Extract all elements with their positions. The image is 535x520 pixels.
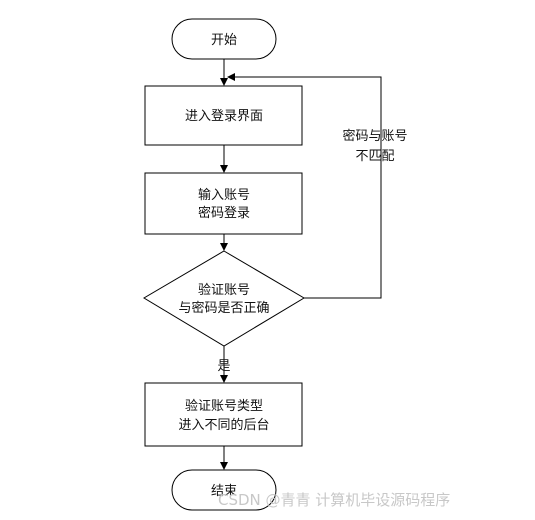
- decision-line2: 与密码是否正确: [178, 300, 269, 316]
- yes-label: 是: [217, 359, 230, 374]
- input-credentials-box: [144, 172, 303, 235]
- input-credentials-line2: 密码登录: [198, 205, 250, 221]
- end-terminator: [171, 469, 277, 511]
- verify-type-line2: 进入不同的后台: [178, 417, 269, 433]
- start-label: 开始: [211, 33, 237, 48]
- verify-type-box: [144, 382, 303, 447]
- decision-diamond: [143, 250, 305, 347]
- edge-no-loop: [227, 73, 382, 299]
- login-page-box: [144, 85, 303, 146]
- decision-line1: 验证账号: [198, 282, 250, 298]
- input-credentials-line1: 输入账号: [198, 187, 250, 203]
- no-label-line2: 不匹配: [355, 149, 394, 164]
- end-label: 结束: [211, 484, 237, 499]
- verify-type-line1: 验证账号类型: [185, 398, 263, 414]
- login-page-label: 进入登录界面: [185, 109, 263, 124]
- csdn-watermark: CSDN @青青 计算机毕设源码程序: [218, 491, 450, 509]
- no-label-line1: 密码与账号: [342, 128, 407, 144]
